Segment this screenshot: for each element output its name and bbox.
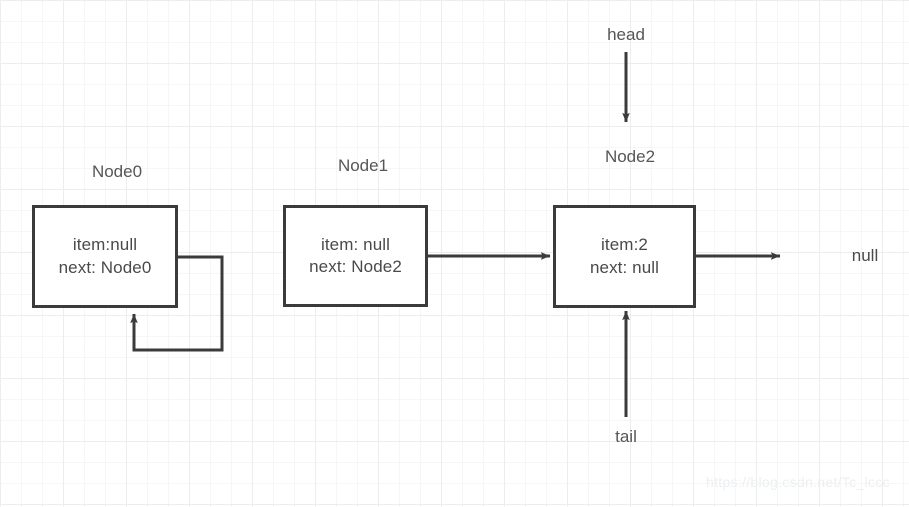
edge-node0-self-loop	[130, 255, 224, 352]
node-label-node1: Node1	[337, 156, 389, 175]
node-label-node2: Node2	[604, 147, 656, 166]
node-box-node2[interactable]: item:2 next: null	[553, 205, 696, 308]
watermark-text: https://blog.csdn.net/Tc_lccc	[706, 474, 890, 490]
node-label-node0: Node0	[91, 162, 143, 181]
terminal-null-label: null	[851, 246, 879, 265]
node-box-node1[interactable]: item: null next: Node2	[283, 205, 428, 307]
pointer-label-head: head	[607, 25, 645, 44]
node1-next-text: next: Node2	[309, 257, 402, 276]
node2-next-text: next: null	[589, 257, 660, 277]
node-box-node0[interactable]: item:null next: Node0	[32, 205, 178, 308]
pointer-label-tail: tail	[615, 427, 637, 446]
node0-item-text: item:null	[72, 235, 138, 255]
node1-item-text: item: null	[320, 234, 391, 254]
node0-next-text: next: Node0	[58, 257, 152, 277]
node2-item-text: item:2	[601, 235, 648, 255]
